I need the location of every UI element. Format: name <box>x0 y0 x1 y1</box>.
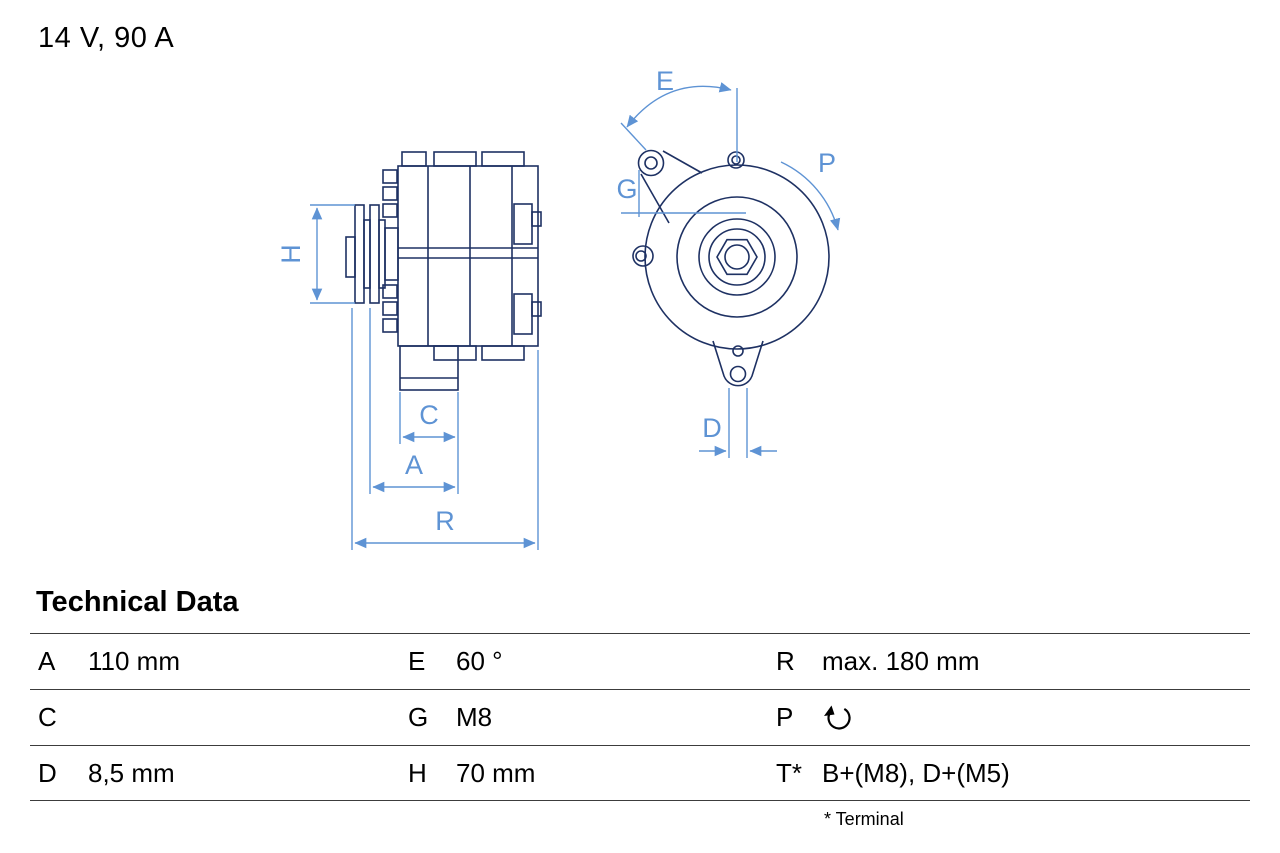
dim-label-h: H <box>276 244 306 264</box>
param-value: 8,5 mm <box>88 757 175 788</box>
dim-label-e: E <box>656 66 674 96</box>
param-value: 60 ° <box>456 646 503 676</box>
param-key: C <box>38 702 57 732</box>
dimension-labels: H C A R E G P D <box>276 66 836 536</box>
dim-label-p: P <box>818 148 836 178</box>
table-row: D 8,5 mm H 70 mm T* B+(M8), D+(M5) <box>30 745 1250 801</box>
param-value: max. 180 mm <box>822 646 980 676</box>
side-view-drawing <box>345 151 542 391</box>
dim-label-g: G <box>616 174 637 204</box>
dim-label-a: A <box>405 450 423 480</box>
param-key: R <box>776 646 795 676</box>
technical-data-table: A 110 mm E 60 ° R max. 180 mm C G M8 P <box>30 633 1250 801</box>
terminal-footnote: * Terminal <box>824 809 904 829</box>
rotation-direction-icon <box>824 705 851 730</box>
param-value-icon <box>812 701 1250 734</box>
shaft-nut <box>716 238 758 276</box>
table-row: A 110 mm E 60 ° R max. 180 mm <box>30 633 1250 689</box>
dim-label-r: R <box>435 506 455 536</box>
param-value: B+(M8), D+(M5) <box>822 757 1010 788</box>
param-key: D <box>38 757 57 788</box>
param-key: E <box>408 646 426 676</box>
param-key: G <box>408 702 429 732</box>
param-value: 110 mm <box>88 646 180 676</box>
technical-data-title: Technical Data <box>36 586 239 618</box>
product-rating: 14 V, 90 A <box>38 22 175 54</box>
technical-data-section: Technical Data A 110 mm E 60 ° R max. 18… <box>0 578 1280 830</box>
param-key: P <box>776 702 794 732</box>
dim-label-d: D <box>702 413 722 443</box>
param-key: T* <box>776 757 802 788</box>
dimension-lines <box>310 82 841 550</box>
table-row: C G M8 P <box>30 689 1250 745</box>
param-key: H <box>408 757 427 788</box>
param-key: A <box>38 646 56 676</box>
param-value: 70 mm <box>456 757 536 788</box>
param-value: M8 <box>456 702 493 732</box>
dim-label-c: C <box>419 400 439 430</box>
front-view-drawing <box>632 149 830 387</box>
technical-drawing: H C A R E G P D <box>276 66 841 550</box>
